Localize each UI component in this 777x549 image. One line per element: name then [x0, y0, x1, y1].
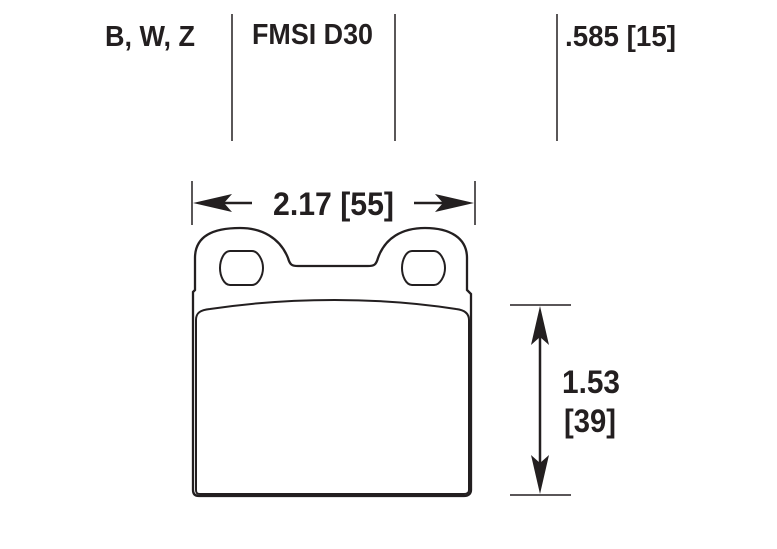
- positions-label: B, W, Z: [105, 21, 195, 53]
- height-dimension: [510, 304, 571, 496]
- arrow-down-icon: [531, 455, 549, 494]
- arrow-up-icon: [531, 306, 549, 345]
- thickness-label: .585 [15]: [565, 21, 676, 53]
- mounting-slot-left: [218, 250, 265, 286]
- mounting-slot-right: [400, 250, 447, 286]
- fmsi-label: FMSI D30: [252, 19, 373, 51]
- height-inches-label: 1.53: [562, 364, 620, 400]
- backing-plate-outline: [191, 226, 473, 498]
- arrow-right-icon: [435, 194, 474, 212]
- width-label: 2.17 [55]: [273, 186, 394, 222]
- friction-material-outline: [195, 299, 470, 495]
- height-mm-label: [39]: [564, 403, 616, 439]
- width-dimension: [191, 181, 476, 225]
- arrow-left-icon: [193, 194, 232, 212]
